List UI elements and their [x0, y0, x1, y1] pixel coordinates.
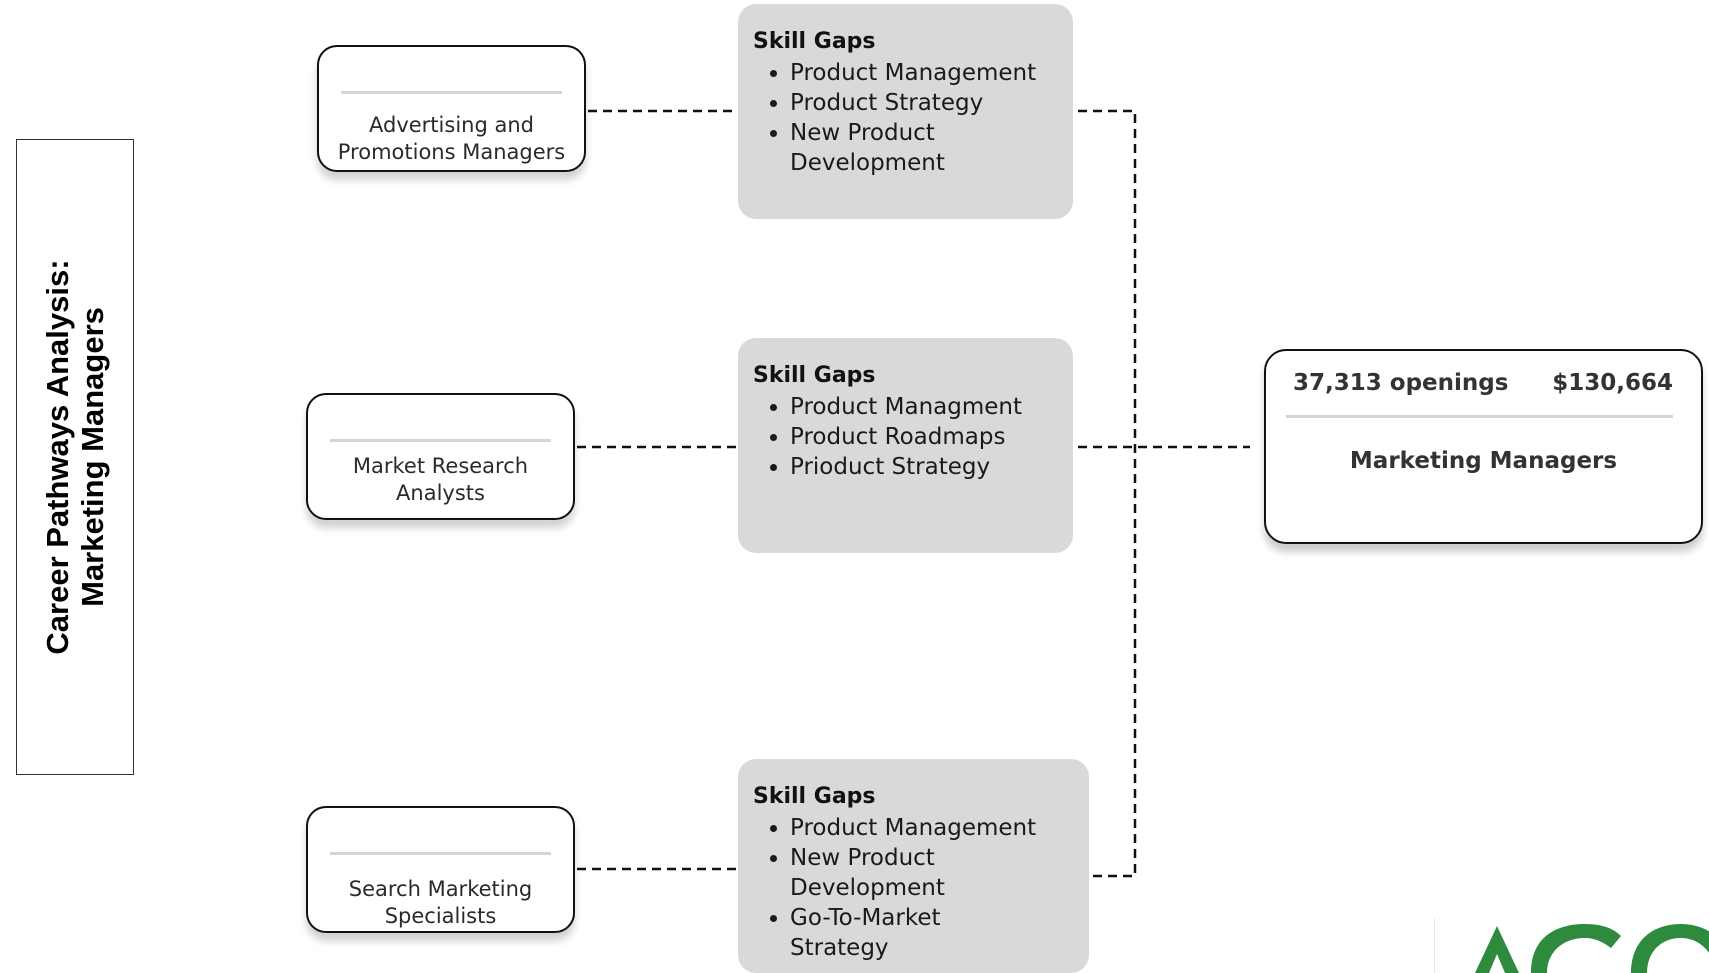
brand-logo — [1434, 918, 1709, 973]
skill-gap-list: Product Management Product Strategy New … — [753, 58, 1059, 178]
target-divider — [1286, 415, 1673, 418]
skill-gap-list: Product Managment Product Roadmaps Priod… — [753, 392, 1059, 482]
logo-letter-shape — [1631, 924, 1709, 973]
skill-gap-item: Go-To-Market Strategy — [790, 903, 950, 963]
skill-gap-title: Skill Gaps — [753, 784, 876, 809]
skill-gap-item: New Product Development — [790, 118, 945, 178]
skill-gap-item: Product Managment — [790, 392, 1059, 422]
role-divider — [341, 91, 562, 94]
skill-gap-item: Product Roadmaps — [790, 422, 1059, 452]
skill-gap-title: Skill Gaps — [753, 363, 876, 388]
role-box-market-research: Market Research Analysts — [306, 393, 575, 520]
skill-gap-box-1: Skill Gaps Product Management Product St… — [738, 4, 1073, 219]
skill-gap-item: Product Strategy — [790, 88, 1059, 118]
skill-gap-item: Prioduct Strategy — [790, 452, 1059, 482]
logo-letter-shape — [1531, 924, 1621, 973]
brand-logo-graphic — [1475, 924, 1709, 973]
median-salary: $130,664 — [1552, 370, 1673, 396]
skill-gap-title: Skill Gaps — [753, 29, 876, 54]
side-title-box: Career Pathways Analysis: Marketing Mana… — [16, 139, 134, 775]
skill-gap-item: Product Management — [790, 58, 1059, 88]
skill-gap-list: Product Management New Product Developme… — [753, 813, 1075, 963]
role-divider — [330, 439, 551, 442]
openings-count: 37,313 openings — [1293, 370, 1509, 396]
role-name: Market Research Analysts — [352, 454, 529, 505]
role-box-search-marketing: Search Marketing Specialists — [306, 806, 575, 933]
skill-gap-box-2: Skill Gaps Product Managment Product Roa… — [738, 338, 1073, 553]
skill-gap-box-3: Skill Gaps Product Management New Produc… — [738, 759, 1089, 973]
role-divider — [330, 852, 551, 855]
role-name: Search Marketing Specialists — [348, 877, 533, 928]
skill-gap-item: Product Management — [790, 813, 1075, 843]
target-role-name: Marketing Managers — [1349, 448, 1618, 474]
logo-letter-shape — [1475, 926, 1519, 973]
role-name: Advertising and Promotions Managers — [337, 113, 566, 164]
target-role-box: 37,313 openings $130,664 Marketing Manag… — [1264, 349, 1703, 544]
connector-gaps-bus — [1048, 109, 1137, 878]
role-box-advertising: Advertising and Promotions Managers — [317, 45, 586, 172]
skill-gap-item: New Product Development — [790, 843, 945, 903]
